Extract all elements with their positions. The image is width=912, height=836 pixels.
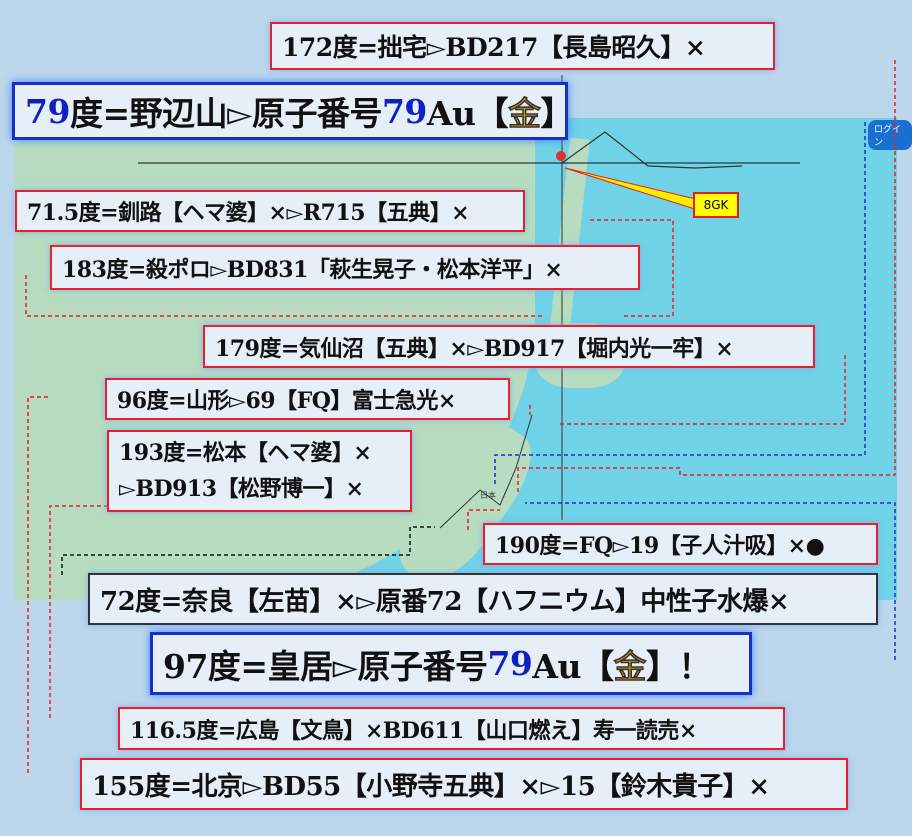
annotation-text: 度=野辺山▻原子番号 bbox=[69, 94, 383, 133]
annotation-text: 】 bbox=[540, 94, 574, 133]
marker-tag-8gk: 8GK bbox=[693, 192, 739, 218]
annotation-96: 96度=山形▻69【FQ】富士急光× bbox=[105, 378, 510, 420]
connector-116 bbox=[49, 505, 370, 718]
annotation-text: 】！ bbox=[646, 646, 712, 686]
annotation-116-5: 116.5度=広島【文鳥】×BD611【山口燃え】寿一読売× bbox=[118, 707, 785, 750]
gold-char: 金 bbox=[508, 94, 541, 134]
route-line-japan bbox=[439, 414, 533, 529]
annotation-text: Au【 bbox=[532, 646, 614, 686]
connector-97 bbox=[525, 502, 896, 660]
connector-172 bbox=[517, 60, 896, 495]
annotation-179: 179度=気仙沼【五典】×▻BD917【堀内光一牢】× bbox=[203, 325, 815, 368]
annotation-72: 72度=奈良【左苗】×▻原番72【ハフニウム】中性子水爆× bbox=[88, 573, 878, 625]
annotation-line-1: 193度=松本【ヘマ婆】× bbox=[119, 440, 372, 466]
connector-79 bbox=[494, 122, 866, 485]
annotation-190: 190度=FQ▻19【子人汁吸】×● bbox=[483, 523, 878, 565]
atomic-number: 79 bbox=[381, 91, 427, 131]
atomic-number: 79 bbox=[25, 91, 70, 131]
connector-179 bbox=[560, 355, 846, 425]
connector-155 bbox=[27, 396, 50, 773]
login-button[interactable]: ログイン bbox=[868, 120, 912, 150]
connector-183 bbox=[25, 275, 545, 317]
annotation-line-2: ▻BD913【松野博一】× bbox=[119, 476, 364, 502]
annotation-71-5: 71.5度=釧路【ヘマ婆】×▻R715【五典】× bbox=[15, 190, 525, 232]
annotation-172: 172度=拙宅▻BD217【長島昭久】× bbox=[270, 22, 775, 70]
tag-pointer bbox=[564, 167, 701, 211]
route-line bbox=[561, 131, 743, 169]
annotation-155: 155度=北京▻BD55【小野寺五典】×▻15【鈴木貴子】× bbox=[80, 758, 848, 810]
location-pin bbox=[556, 151, 566, 161]
atomic-number: 79 bbox=[487, 644, 533, 683]
gold-char: 金 bbox=[613, 646, 646, 686]
annotation-183: 183度=殺ポロ▻BD831「萩生晃子・松本洋平」× bbox=[50, 245, 640, 290]
connector-71 bbox=[590, 219, 674, 317]
annotation-text: Au【 bbox=[426, 94, 509, 133]
annotation-193: 193度=松本【ヘマ婆】× ▻BD913【松野博一】× bbox=[107, 430, 412, 512]
connector-72 bbox=[61, 526, 435, 575]
annotation-text: 97度=皇居▻原子番号 bbox=[163, 646, 488, 686]
